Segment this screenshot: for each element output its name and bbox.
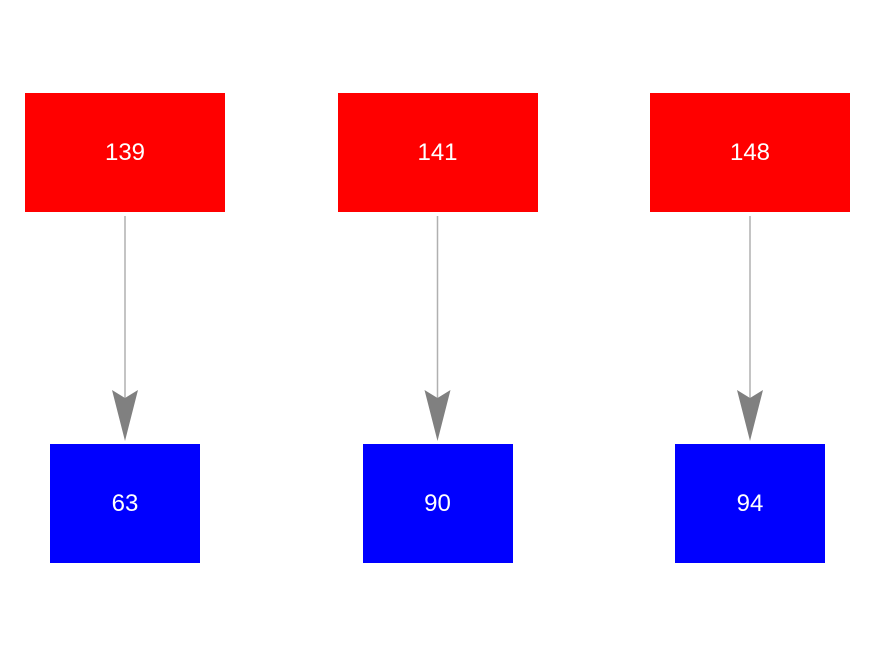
arrowhead-icon bbox=[737, 390, 763, 441]
node-label: 63 bbox=[111, 489, 139, 517]
source-node-2: 148 bbox=[650, 93, 850, 212]
target-node-1: 90 bbox=[362, 444, 513, 563]
node-label: 148 bbox=[729, 138, 771, 166]
arrowhead-icon bbox=[112, 390, 138, 441]
source-node-0: 139 bbox=[25, 93, 225, 212]
source-node-1: 141 bbox=[337, 93, 538, 212]
target-node-2: 94 bbox=[675, 444, 825, 563]
arrowhead-icon bbox=[424, 390, 451, 441]
edge-0 bbox=[112, 216, 138, 441]
node-label: 139 bbox=[104, 138, 146, 166]
node-label: 90 bbox=[424, 489, 451, 517]
node-label: 94 bbox=[736, 489, 764, 517]
node-label: 141 bbox=[417, 138, 458, 166]
edge-2 bbox=[737, 216, 763, 441]
edge-1 bbox=[424, 216, 451, 441]
target-node-0: 63 bbox=[50, 444, 200, 563]
